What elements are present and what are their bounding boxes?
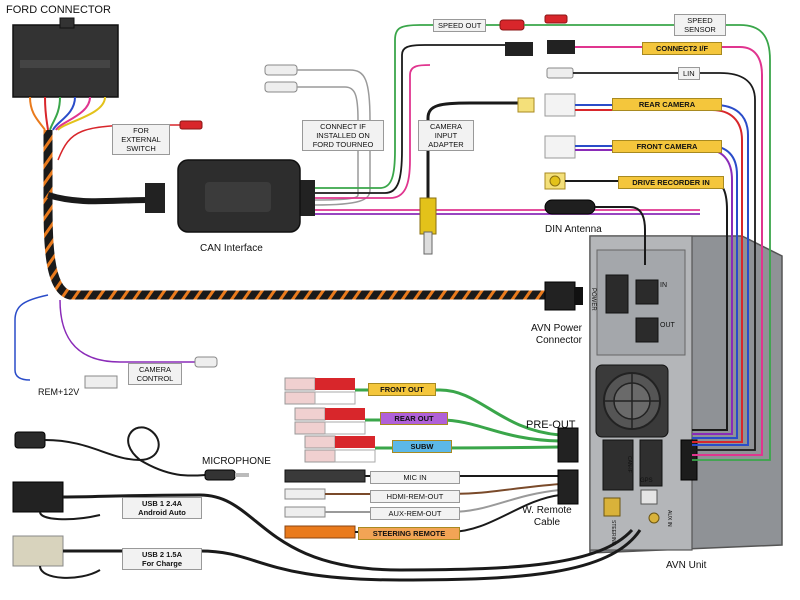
- unit-in-label: IN: [660, 282, 667, 289]
- can-interface-box: [145, 159, 315, 233]
- pre-out-label: PRE-OUT: [526, 419, 576, 431]
- ford-connector-title: FORD CONNECTOR: [6, 4, 111, 16]
- din-antenna-label: DIN Antenna: [545, 224, 602, 235]
- unit-can-label: CAN-IF: [626, 456, 632, 473]
- rca-subw: [304, 435, 376, 463]
- steering-remote-tag: STEERING REMOTE: [358, 527, 460, 540]
- hdmi-rem-out-tag: HDMI-REM-OUT: [370, 490, 460, 503]
- connect2-if-tag: CONNECT2 I/F: [642, 42, 722, 55]
- usb1-label: USB 1 2.4A: [141, 499, 183, 508]
- ford-connector: [12, 17, 119, 98]
- rca-rear-out: [294, 407, 366, 435]
- usb2-tag: USB 2 1.5A For Charge: [122, 548, 202, 570]
- avn-unit-label: AVN Unit: [666, 560, 707, 571]
- main-harness: [43, 130, 545, 300]
- speed-sensor-tag: SPEED SENSOR: [674, 14, 726, 36]
- lin-tag: LIN: [678, 67, 700, 80]
- mic-in-tag: MIC IN: [370, 471, 460, 484]
- connect-if-installed-tag: CONNECT IF INSTALLED ON FORD TOURNEO: [302, 120, 384, 151]
- front-camera-tag: FRONT CAMERA: [612, 140, 722, 153]
- rem-12v-label: REM+12V: [38, 387, 80, 397]
- speed-out-tag: SPEED OUT: [433, 19, 487, 32]
- front-out-tag: FRONT OUT: [368, 383, 436, 396]
- avn-power-connector-label: AVN Power Connector: [531, 323, 582, 346]
- for-external-switch-tag: FOR EXTERNAL SWITCH: [112, 124, 170, 155]
- rear-out-tag: REAR OUT: [380, 412, 448, 425]
- rear-camera-tag: REAR CAMERA: [612, 98, 722, 111]
- unit-gps-label: GPS: [640, 478, 653, 484]
- drive-recorder-tag: DRIVE RECORDER IN: [618, 176, 724, 189]
- unit-out-label: OUT: [660, 322, 675, 329]
- subw-tag: SUBW: [392, 440, 452, 453]
- aux-rem-out-tag: AUX-REM-OUT: [370, 507, 460, 520]
- camera-input-adapter-tag: CAMERA INPUT ADAPTER: [418, 120, 474, 151]
- camera-control-tag: CAMERA CONTROL: [128, 363, 182, 385]
- unit-aux-label: AUX IN: [666, 510, 672, 527]
- microphone-label: MICROPHONE: [202, 456, 271, 467]
- usb2-label: USB 2 1.5A: [141, 550, 183, 559]
- rca-front-out: [284, 377, 356, 405]
- usb2-sub-label: For Charge: [141, 559, 182, 568]
- w-remote-cable-label: W. Remote Cable: [522, 505, 572, 528]
- usb1-sub-label: Android Auto: [138, 508, 186, 517]
- usb1-tag: USB 1 2.4A Android Auto: [122, 497, 202, 519]
- can-interface-label: CAN Interface: [200, 243, 263, 254]
- avn-unit: [589, 235, 783, 554]
- unit-steering-label: STEERING: [610, 520, 616, 546]
- avn-power-connector: [544, 281, 576, 311]
- unit-power-label: POWER: [590, 288, 596, 311]
